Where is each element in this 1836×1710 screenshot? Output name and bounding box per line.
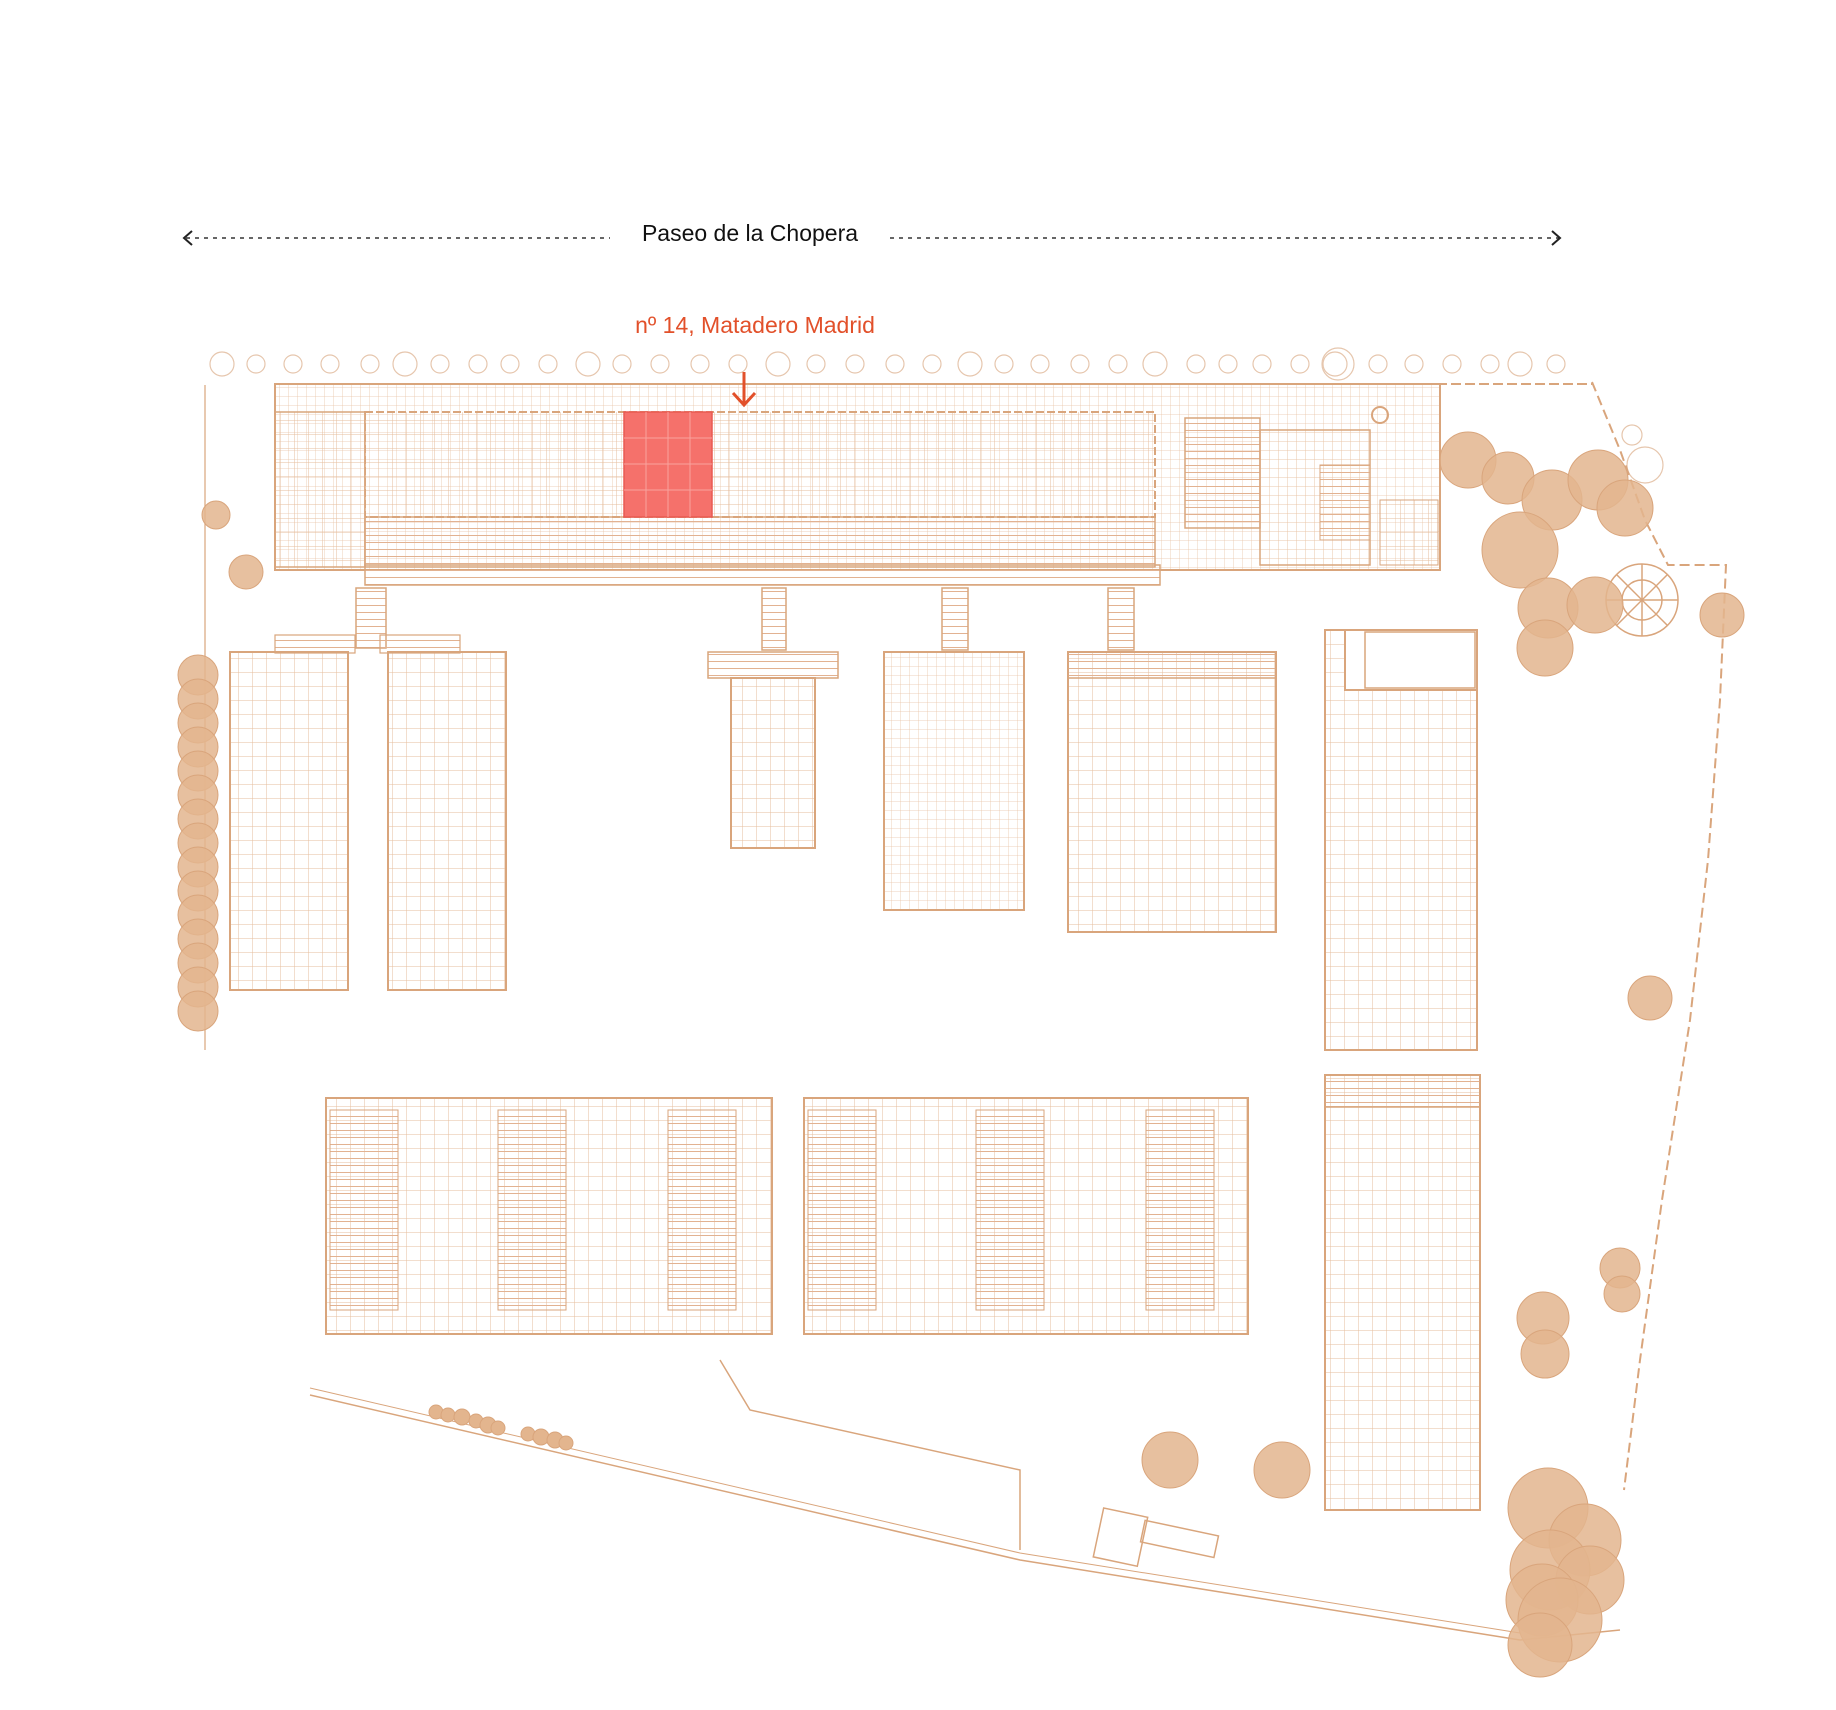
street-tree bbox=[360, 354, 380, 374]
street-tree bbox=[1218, 354, 1238, 374]
street-tree bbox=[430, 354, 450, 374]
street-tree bbox=[1142, 351, 1168, 377]
street-tree bbox=[1546, 354, 1566, 374]
pavilions-row-middle bbox=[229, 634, 1277, 991]
main-building-north bbox=[274, 383, 1441, 586]
street-tree bbox=[1070, 354, 1090, 374]
street-tree bbox=[885, 354, 905, 374]
street-tree bbox=[1404, 354, 1424, 374]
tree bbox=[1141, 1431, 1199, 1489]
street-tree bbox=[1252, 354, 1272, 374]
tree bbox=[177, 990, 219, 1032]
street-tree bbox=[690, 354, 710, 374]
tree bbox=[228, 554, 264, 590]
address-label: nº 14, Matadero Madrid bbox=[635, 312, 875, 338]
tree bbox=[201, 500, 231, 530]
street-tree bbox=[728, 354, 748, 374]
street-tree bbox=[994, 354, 1014, 374]
tree bbox=[1627, 975, 1673, 1021]
street-tree bbox=[1480, 354, 1500, 374]
entrance-arrow-icon bbox=[731, 372, 757, 408]
west-tree-row bbox=[177, 654, 219, 1032]
street-tree bbox=[1368, 354, 1388, 374]
trees bbox=[201, 431, 1745, 1678]
street-tree bbox=[612, 354, 632, 374]
left-arrow-icon bbox=[182, 230, 193, 246]
street-tree bbox=[650, 354, 670, 374]
street-tree bbox=[1108, 354, 1128, 374]
street-tree bbox=[845, 354, 865, 374]
tree bbox=[1566, 576, 1624, 634]
street-tree bbox=[1322, 351, 1348, 377]
street-tree bbox=[765, 351, 791, 377]
street-tree bbox=[1442, 354, 1462, 374]
street-tree bbox=[1030, 354, 1050, 374]
tree bbox=[1699, 592, 1745, 638]
tree bbox=[1596, 479, 1654, 537]
street-tree bbox=[468, 354, 488, 374]
street-tree bbox=[922, 354, 942, 374]
street-trees bbox=[209, 347, 1664, 484]
connector-bridges bbox=[355, 587, 1135, 651]
tree bbox=[1516, 619, 1574, 677]
street-tree bbox=[246, 354, 266, 374]
street-tree bbox=[538, 354, 558, 374]
street-tree bbox=[209, 351, 235, 377]
street-tree bbox=[575, 351, 601, 377]
street-tree bbox=[1626, 446, 1664, 484]
street-tree bbox=[320, 354, 340, 374]
tree bbox=[1603, 1275, 1641, 1313]
street-tree bbox=[1290, 354, 1310, 374]
street-tree bbox=[392, 351, 418, 377]
tree bbox=[1520, 1329, 1570, 1379]
street-tree bbox=[1321, 347, 1355, 381]
street-tree bbox=[806, 354, 826, 374]
south-kiosks bbox=[719, 1359, 1220, 1568]
street-tree bbox=[500, 354, 520, 374]
street-tree bbox=[957, 351, 983, 377]
south-tree-row bbox=[428, 1404, 574, 1451]
right-arrow-icon bbox=[1551, 230, 1562, 246]
east-halls bbox=[1324, 629, 1481, 1511]
street-tree bbox=[1621, 424, 1643, 446]
street-name-label: Paseo de la Chopera bbox=[620, 220, 880, 247]
tree bbox=[1481, 511, 1559, 589]
south-halls bbox=[325, 1097, 1249, 1335]
street-tree bbox=[1507, 351, 1533, 377]
street-tree bbox=[1186, 354, 1206, 374]
tree bbox=[1507, 1612, 1573, 1678]
street-tree bbox=[283, 354, 303, 374]
tree bbox=[1253, 1441, 1311, 1499]
street-axis bbox=[182, 230, 1562, 246]
